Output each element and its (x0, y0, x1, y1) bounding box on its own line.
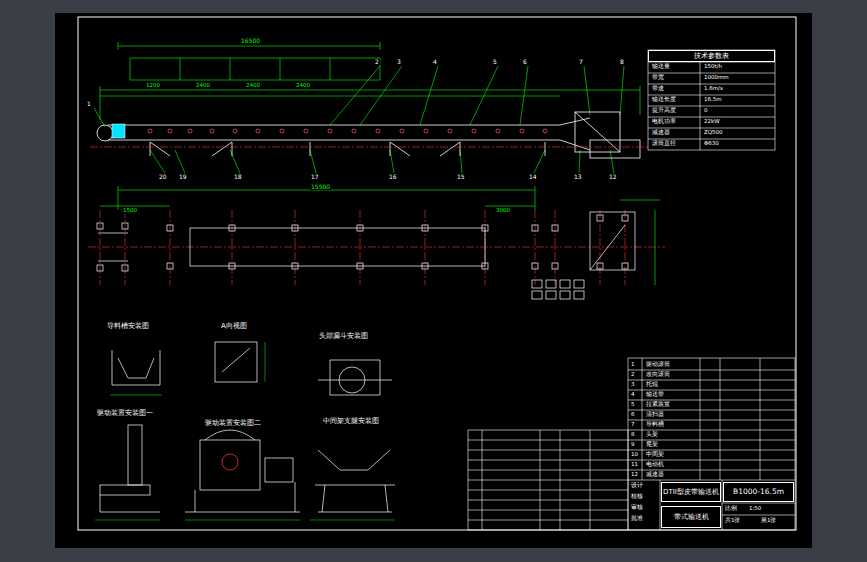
drawing-label: 清扫器 (645, 412, 665, 418)
cell-text: 带式输送机 (674, 514, 709, 521)
drawing-label: 2400 (245, 83, 261, 89)
drawing-label: 6 (522, 59, 528, 65)
drawing-label: 3 (630, 382, 636, 388)
drawing-label: 批准 (630, 516, 644, 522)
drawing-label: 17 (310, 174, 320, 180)
drawing-label: 输送带 (645, 392, 665, 398)
drawing-label: 8 (630, 432, 636, 438)
drawing-label: 1 (630, 362, 636, 368)
drawing-label: 导料槽 (645, 422, 665, 428)
drawing-label: 1000mm (703, 75, 730, 81)
drawing-label: 导料槽安装图 (106, 323, 150, 330)
drawing-label: 0 (703, 108, 709, 114)
drawing-label: 2 (374, 59, 380, 65)
drawing-label: 带速 (651, 86, 665, 92)
drawing-label: 13 (573, 174, 583, 180)
drawing-label: 驱动装置安装图二 (204, 420, 262, 427)
drawing-label: 19 (178, 174, 188, 180)
drawing-label: ZQ500 (703, 130, 724, 136)
drawing-label: 1500 (122, 208, 138, 214)
drawing-label: 7 (578, 59, 584, 65)
drawing-label: 共1张 (724, 518, 742, 524)
drawing-label: 16.5m (703, 97, 723, 103)
drawing-label: 12 (630, 472, 639, 478)
drawing-label: 7 (630, 422, 636, 428)
drawing-label: 1200 (145, 83, 161, 89)
drawing-label: A向视图 (220, 323, 248, 330)
drawing-label: 拉紧装置 (645, 402, 671, 408)
drawing-label: 驱动滚筒 (645, 362, 671, 368)
table-cell: 技术参数表 (648, 50, 775, 62)
drawing-label: Φ630 (703, 141, 720, 147)
drawing-label: 16500 (240, 38, 261, 44)
drawing-label: 6 (630, 412, 636, 418)
drawing-label: 滚筒直径 (651, 141, 677, 147)
table-cell: B1000-16.5m (723, 482, 794, 502)
drawing-label: 9 (630, 442, 636, 448)
drawing-label: 带宽 (651, 75, 665, 81)
cell-text: B1000-16.5m (733, 488, 784, 496)
drawing-label: 5 (492, 59, 498, 65)
drawing-label: 驱动装置安装图一 (96, 410, 154, 417)
drawing-label: 15500 (310, 184, 331, 190)
drawing-label: 校核 (630, 494, 644, 500)
drawing-label: 16 (388, 174, 398, 180)
drawing-label: 4 (630, 392, 636, 398)
drawing-label: 2400 (295, 83, 311, 89)
drawing-label: 1.6m/s (703, 86, 724, 92)
drawing-label: 第1张 (760, 518, 778, 524)
drawing-label: 审核 (630, 505, 644, 511)
drawing-label: 减速器 (645, 472, 665, 478)
drawing-label: 4 (432, 59, 438, 65)
drawing-label: 输送长度 (651, 97, 677, 103)
drawing-label: 8 (619, 59, 625, 65)
drawing-label: 中间架支腿安装图 (322, 418, 380, 425)
drawing-label: 2 (630, 372, 636, 378)
drawing-label: 10 (630, 452, 639, 458)
drawing-label: 20 (158, 174, 168, 180)
drawing-label: 中间架 (645, 452, 665, 458)
drawing-label: 18 (233, 174, 243, 180)
drawing-label: 3 (396, 59, 402, 65)
drawing-label: 减速器 (651, 130, 671, 136)
drawing-label: 1:50 (748, 506, 762, 512)
drawing-label: 15 (456, 174, 466, 180)
drawing-label: 头架 (645, 432, 659, 438)
table-cell: 带式输送机 (661, 506, 721, 528)
drawing-label: 150t/h (703, 64, 723, 70)
drawing-label: 22kW (703, 119, 721, 125)
drawing-label: 12 (608, 174, 618, 180)
drawing-label: 2400 (195, 83, 211, 89)
drawing-label: 电机功率 (651, 119, 677, 125)
table-cell: DTII型皮带输送机 (661, 482, 721, 502)
drawing-label: 头部漏斗安装图 (318, 333, 369, 340)
drawing-label: 改向滚筒 (645, 372, 671, 378)
drawing-label: 尾架 (645, 442, 659, 448)
drawing-label: 提升高度 (651, 108, 677, 114)
drawing-label: 11 (630, 462, 639, 468)
cell-text: DTII型皮带输送机 (663, 489, 719, 496)
drawing-label: 14 (528, 174, 538, 180)
drawing-label: 输送量 (651, 64, 671, 70)
drawing-label: 托辊 (645, 382, 659, 388)
drawing-label: 1 (86, 101, 92, 107)
drawing-label: 比例 (724, 506, 738, 512)
drawing-label: 5 (630, 402, 636, 408)
drawing-label: 设计 (630, 483, 644, 489)
drawing-label: 电动机 (645, 462, 665, 468)
cell-text: 技术参数表 (694, 53, 729, 60)
drawing-label: 3000 (495, 208, 511, 214)
